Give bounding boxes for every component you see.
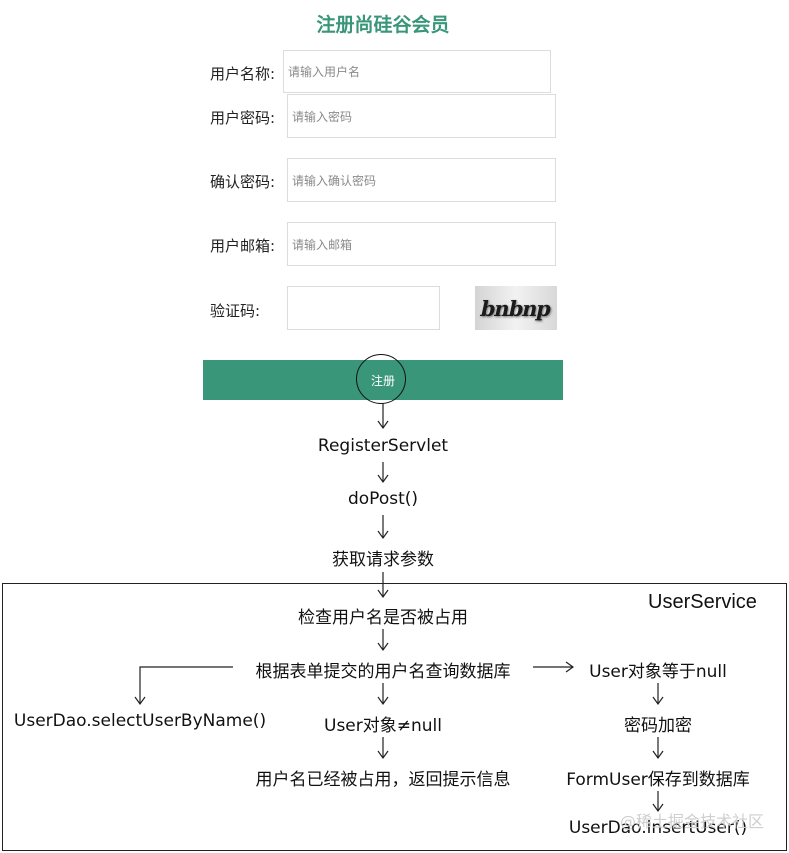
node-username-taken: 用户名已经被占用，返回提示信息 [255,770,511,790]
userservice-box [2,583,787,851]
form-title: 注册尚硅谷会员 [316,14,450,36]
arrow-not-null-to-taken [377,737,389,760]
arrow-query-to-dao-select [134,666,233,706]
arrow-save-to-insert [652,791,664,813]
password-input[interactable]: 请输入密码 [287,94,556,138]
node-register-servlet: RegisterServlet [317,436,449,456]
node-encrypt-password: 密码加密 [624,716,692,736]
username-label: 用户名称: [210,65,276,83]
email-label: 用户邮箱: [210,237,276,255]
node-get-params: 获取请求参数 [332,550,434,570]
node-check-username: 检查用户名是否被占用 [298,608,468,628]
arrow-params-to-check [377,572,389,599]
arrow-button-to-servlet [377,404,389,430]
captcha-label: 验证码: [210,302,261,320]
confirm-password-input[interactable]: 请输入确认密码 [287,158,556,202]
email-input[interactable]: 请输入邮箱 [287,222,556,266]
arrow-encrypt-to-save [652,737,664,760]
userservice-label: UserService [648,591,757,613]
arrow-servlet-to-dopost [377,462,389,484]
node-dao-insert: UserDao.insertUser() [568,818,748,838]
arrow-dopost-to-params [377,515,389,540]
captcha-image[interactable]: bnbnp [475,286,557,330]
arrow-query-to-not-null [377,683,389,706]
password-label: 用户密码: [210,109,276,127]
arrow-check-to-query [377,629,389,652]
confirm-password-label: 确认密码: [210,173,276,191]
watermark: @稀土掘金技术社区 [620,812,765,831]
node-query-db: 根据表单提交的用户名查询数据库 [255,662,511,682]
arrow-query-to-is-null [533,661,575,673]
node-dao-select: UserDao.selectUserByName() [13,711,267,731]
node-user-is-null: User对象等于null [589,662,727,682]
node-user-not-null: User对象≠null [324,716,442,736]
arrow-is-null-to-encrypt [652,683,664,706]
node-dopost: doPost() [347,489,419,509]
register-button-highlight-circle [356,354,406,404]
captcha-input[interactable] [287,286,440,330]
node-save-user: FormUser保存到数据库 [566,770,750,790]
username-input[interactable]: 请输入用户名 [283,50,551,93]
